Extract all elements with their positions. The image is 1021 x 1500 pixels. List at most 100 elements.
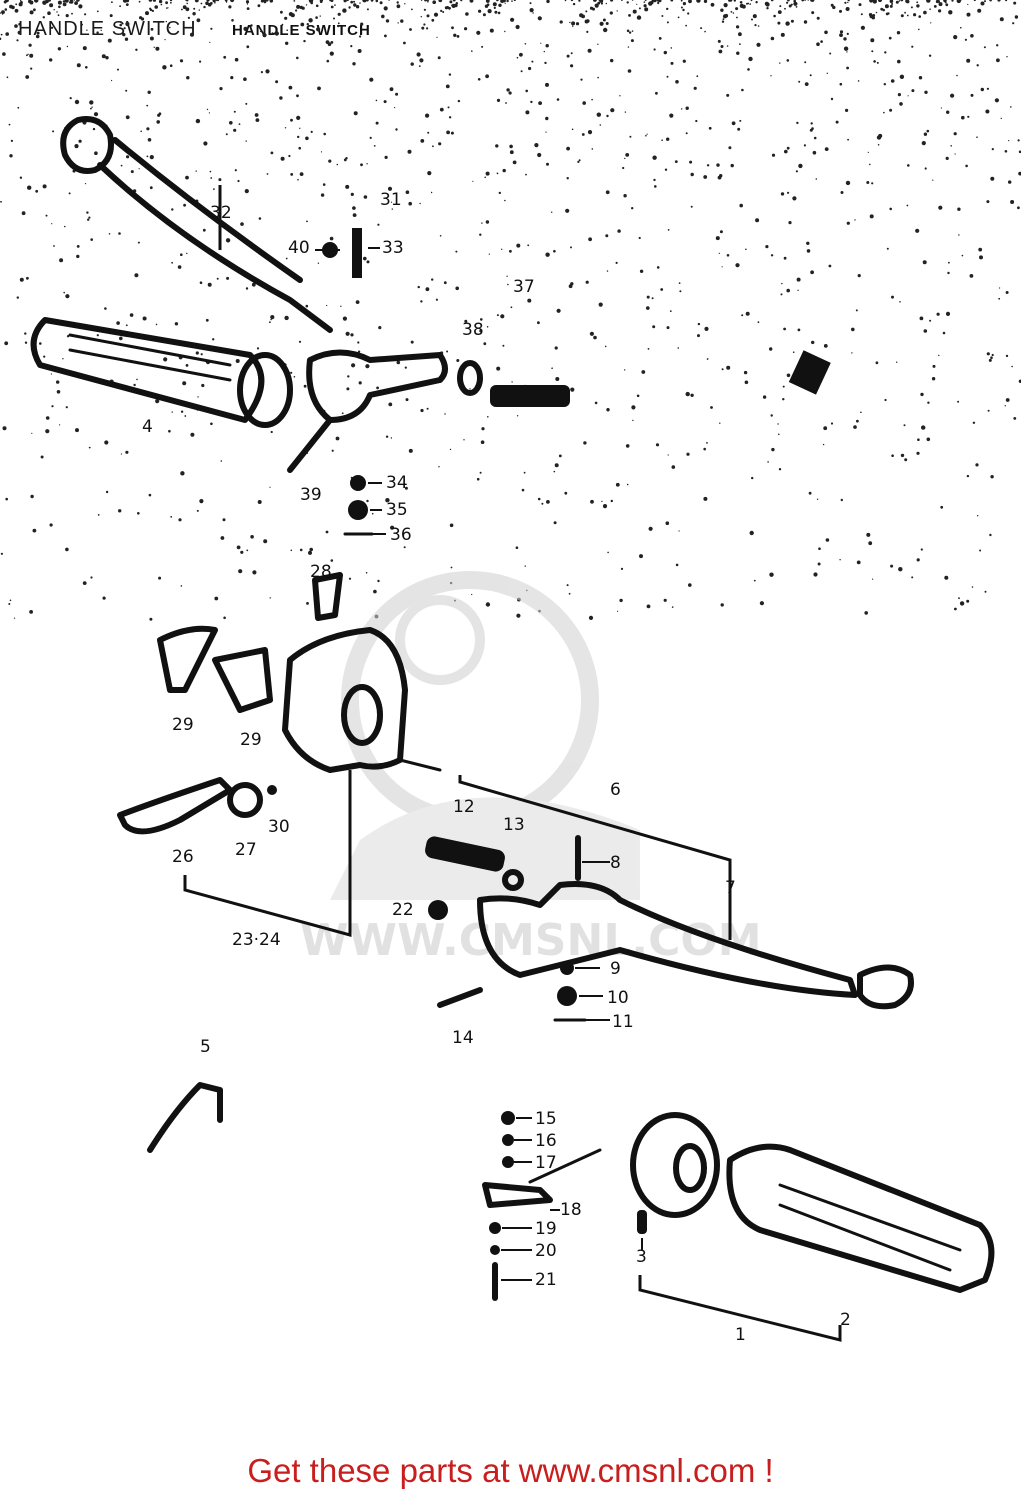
washer-17 [502,1156,514,1168]
speckle [964,38,968,41]
speckle [853,425,857,429]
speckle [16,296,19,299]
speckle [234,169,237,172]
speckle [897,93,902,97]
speckle [921,141,926,146]
speckle [145,12,147,15]
speckle [566,177,569,180]
speckle [735,7,739,11]
speckle [728,146,732,150]
speckle [537,497,541,501]
speckle [638,236,641,240]
housing-bore [341,684,383,746]
speckle [288,154,291,158]
speckle [451,26,454,30]
speckle [915,228,920,233]
speckle [345,157,348,160]
speckle [826,72,828,75]
speckle [395,92,399,96]
part-27 [227,782,263,818]
leader-lines [315,247,643,1281]
speckle [585,280,589,284]
speckle [35,34,40,39]
speckle [721,20,725,23]
speckle [485,0,490,3]
speckle [195,118,201,124]
footer-link[interactable]: www.cmsnl.com [518,1452,756,1489]
speckle [285,257,288,260]
speckle [777,423,779,425]
speckle [739,3,744,8]
speckle [788,4,792,8]
speckle [565,208,570,213]
speckle [498,191,501,195]
speckle [796,121,799,125]
speckle [394,107,396,109]
speckle [771,153,776,157]
speckle [149,36,154,41]
speckle [17,106,20,109]
speckle [572,2,576,6]
speckle [687,12,690,15]
speckle [57,47,62,51]
speckle [869,14,874,19]
speckle [496,172,499,175]
speckle [622,166,625,170]
speckle [234,57,239,62]
speckle [346,387,350,391]
speckle [860,13,863,16]
speckle [119,336,123,341]
speckle [999,17,1004,22]
speckle [89,100,94,105]
speckle [323,132,327,136]
speckle [16,39,19,42]
speckle [646,604,651,609]
speckle [480,440,485,445]
speckle [479,233,482,236]
speckle [88,446,91,449]
speckle [290,371,293,374]
speckle [529,8,534,13]
speckle [290,173,294,176]
label-part-27: 27 [235,840,257,860]
speckle [217,0,220,2]
speckle [52,130,55,133]
speckle [525,89,528,93]
speckle [1004,405,1006,407]
speckle [0,12,2,14]
speckle [240,550,244,554]
speckle [647,348,650,350]
speckle [537,16,542,21]
speckle [570,64,574,68]
speckle [348,577,352,580]
speckle [8,123,11,126]
speckle [270,315,275,320]
speckle [251,282,256,287]
speckle [492,2,497,7]
speckle [137,241,140,244]
speckle [506,88,510,92]
speckle [235,359,240,363]
speckle [155,323,158,326]
speckle [1013,417,1017,420]
speckle [96,31,99,34]
speckle [844,1,847,4]
speckle [806,249,811,253]
speckle [971,586,974,588]
speckle [337,22,340,25]
speckle [381,14,385,19]
speckle [445,84,450,89]
speckle [482,13,486,17]
speckle [551,211,553,213]
speckle [190,432,195,437]
speckle [624,111,627,113]
speckle [185,7,190,12]
speckle [898,567,903,572]
speckle [162,65,167,70]
speckle [469,388,471,390]
speckle [645,134,647,137]
speckle [957,400,960,403]
speckle [464,27,468,31]
speckle [784,149,788,154]
speckle [2,52,6,56]
